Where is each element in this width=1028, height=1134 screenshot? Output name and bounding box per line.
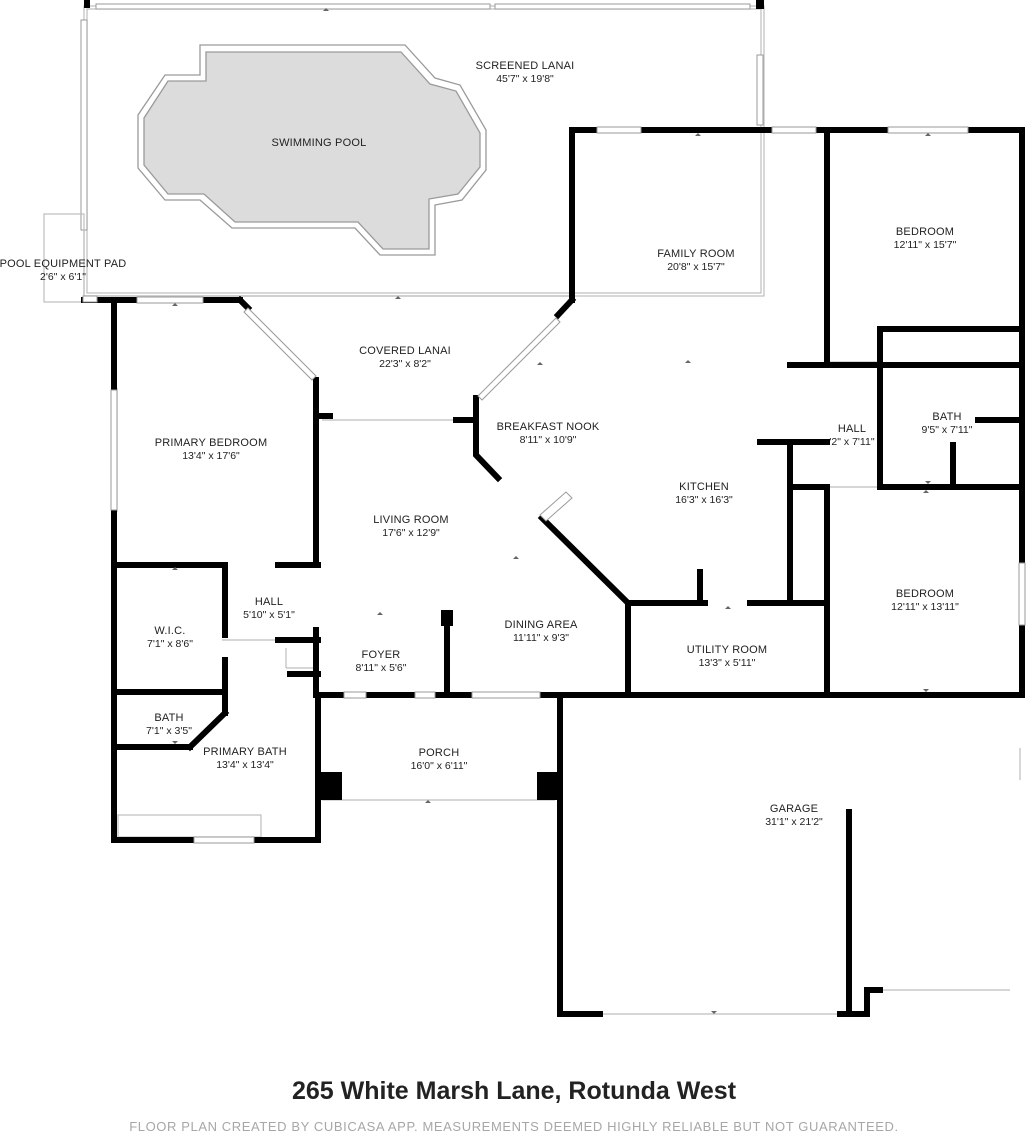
room-name-porch: PORCH: [419, 747, 460, 759]
walls: [81, 127, 1025, 1017]
room-dims-screened-lanai: 45'7" x 19'8": [496, 73, 554, 85]
room-dims-bedroom-1: 12'11" x 15'7": [894, 239, 957, 251]
property-address: 265 White Marsh Lane, Rotunda West: [291, 1077, 737, 1105]
swimming-pool: [137, 44, 487, 256]
room-name-foyer: FOYER: [362, 649, 401, 661]
room-name-primary-bath: PRIMARY BATH: [203, 746, 287, 758]
room-dims-utility-room: 13'3" x 5'11": [699, 657, 756, 669]
room-dims-garage: 31'1" x 21'2": [765, 816, 823, 828]
room-dims-dining-area: 11'11" x 9'3": [513, 632, 569, 644]
room-dims-hall-1: '2" x 7'11": [829, 436, 874, 448]
room-dims-breakfast-nook: 8'11" x 10'9": [520, 434, 577, 446]
room-name-kitchen: KITCHEN: [679, 481, 729, 493]
room-dims-hall-2: 5'10" x 5'1": [243, 609, 295, 621]
room-dims-bedroom-2: 12'11" x 13'11": [891, 601, 959, 613]
room-name-screened-lanai: SCREENED LANAI: [476, 60, 575, 72]
room-name-family-room: FAMILY ROOM: [657, 248, 735, 260]
room-name-breakfast-nook: BREAKFAST NOOK: [497, 421, 600, 433]
room-dims-primary-bedroom: 13'4" x 17'6": [182, 450, 240, 462]
room-labels: SWIMMING POOL SCREENED LANAI 45'7" x 19'…: [0, 60, 973, 828]
room-name-hall-1: HALL: [838, 423, 866, 435]
room-dims-bath-2: 7'1" x 3'5": [146, 725, 192, 737]
room-dims-pool-equipment-pad: 2'6" x 6'1": [40, 271, 86, 283]
room-name-hall-2: HALL: [255, 596, 283, 608]
room-dims-foyer: 8'11" x 5'6": [356, 662, 407, 674]
measurement-ticks: [172, 8, 931, 1014]
room-name-bath-1: BATH: [932, 411, 961, 423]
room-name-dining-area: DINING AREA: [504, 619, 578, 631]
room-dims-covered-lanai: 22'3" x 8'2": [379, 358, 431, 370]
angled-windows: [243, 307, 573, 522]
room-name-bedroom-2: BEDROOM: [896, 588, 954, 600]
pool-label: SWIMMING POOL: [272, 137, 367, 149]
windows: [82, 126, 1026, 844]
pool-equipment-pad-outline: [43, 213, 85, 303]
room-dims-family-room: 20'8" x 15'7": [667, 261, 725, 273]
room-dims-primary-bath: 13'4" x 13'4": [216, 759, 274, 771]
room-name-bath-2: BATH: [154, 712, 183, 724]
room-dims-wic: 7'1" x 8'6": [147, 638, 193, 650]
room-name-utility-room: UTILITY ROOM: [687, 644, 767, 656]
room-dims-living-room: 17'6" x 12'9": [382, 527, 440, 539]
room-dims-bath-1: 9'5" x 7'11": [922, 424, 973, 436]
room-name-wic: W.I.C.: [154, 625, 185, 637]
room-name-primary-bedroom: PRIMARY BEDROOM: [155, 437, 268, 449]
room-name-bedroom-1: BEDROOM: [896, 226, 954, 238]
room-dims-porch: 16'0" x 6'11": [411, 760, 468, 772]
disclaimer: FLOOR PLAN CREATED BY CUBICASA APP. MEAS…: [129, 1119, 899, 1134]
room-name-garage: GARAGE: [770, 803, 818, 815]
room-name-pool-equipment-pad: POOL EQUIPMENT PAD: [0, 258, 126, 270]
room-name-living-room: LIVING ROOM: [373, 514, 449, 526]
room-name-covered-lanai: COVERED LANAI: [359, 345, 451, 357]
room-dims-kitchen: 16'3" x 16'3": [675, 494, 733, 506]
